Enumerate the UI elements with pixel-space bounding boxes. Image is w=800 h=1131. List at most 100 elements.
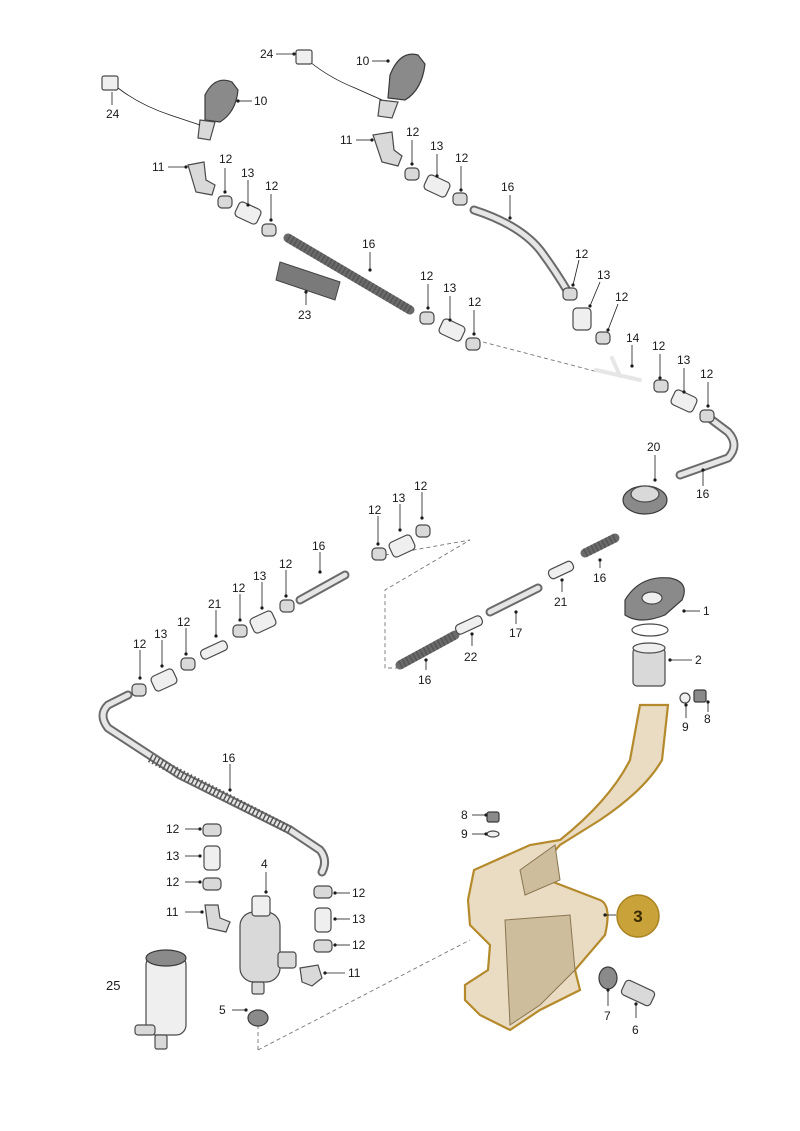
washer-reservoir-3 — [463, 703, 670, 1032]
label-12-m: 12 — [232, 581, 246, 595]
label-13-d: 13 — [597, 268, 611, 282]
callout-badge-3 — [616, 894, 660, 938]
label-13-i: 13 — [166, 849, 180, 863]
label-9-tank: 9 — [461, 827, 468, 841]
coupling-set-mid-left — [419, 311, 481, 351]
label-12-b: 12 — [265, 179, 279, 193]
label-25: 25 — [106, 978, 120, 993]
label-13-c: 13 — [430, 139, 444, 153]
label-13-f: 13 — [392, 491, 406, 505]
coupling-set-right-upper — [562, 287, 611, 345]
filler-cap-1 — [624, 577, 685, 637]
connector-21-left — [199, 640, 229, 660]
label-12-a: 12 — [219, 152, 233, 166]
callout-label-3: 3 — [633, 907, 642, 926]
level-sensor-6 — [620, 979, 656, 1007]
t-piece-14 — [594, 356, 642, 382]
check-valve-20 — [622, 485, 668, 515]
label-12-j: 12 — [700, 367, 714, 381]
nozzle-10-left — [117, 79, 239, 141]
label-12-o: 12 — [133, 637, 147, 651]
label-8-tank: 8 — [461, 808, 468, 822]
label-11-top-right: 11 — [340, 133, 353, 147]
label-2: 2 — [695, 653, 702, 667]
label-7: 7 — [604, 1009, 611, 1023]
label-12-e: 12 — [406, 125, 420, 139]
label-13-j: 13 — [352, 912, 366, 926]
label-16-d: 16 — [312, 539, 326, 553]
label-12-s: 12 — [352, 886, 366, 900]
connector-24-left — [101, 75, 119, 91]
label-13-g: 13 — [253, 569, 267, 583]
label-21-left: 21 — [208, 597, 222, 611]
label-13-h: 13 — [154, 627, 168, 641]
label-12-l: 12 — [414, 479, 428, 493]
washer-pump-4 — [239, 895, 297, 995]
coupling-set-right-lower — [653, 379, 715, 423]
strainer-2 — [632, 642, 666, 687]
label-8-top: 8 — [704, 712, 711, 726]
label-12-h: 12 — [615, 290, 629, 304]
coupling-stack-left — [202, 823, 231, 933]
label-24-right: 24 — [260, 47, 274, 61]
label-16-e: 16 — [593, 571, 607, 585]
label-16-c: 16 — [696, 487, 710, 501]
label-6: 6 — [632, 1023, 639, 1037]
coupling-set-left-b — [131, 657, 196, 697]
label-12-i: 12 — [652, 339, 666, 353]
label-12-c: 12 — [420, 269, 434, 283]
label-4: 4 — [261, 857, 268, 871]
coupling-set-top-left — [217, 195, 277, 237]
label-12-r: 12 — [166, 875, 180, 889]
label-12-q: 12 — [166, 822, 180, 836]
connector-21-right — [547, 560, 575, 580]
label-14: 14 — [626, 331, 640, 345]
label-10-left: 10 — [254, 94, 268, 108]
label-16-a: 16 — [362, 237, 376, 251]
hose-lines — [98, 205, 739, 877]
grommet-7 — [598, 966, 618, 990]
label-12-g: 12 — [575, 247, 589, 261]
label-12-f: 12 — [455, 151, 469, 165]
washer-9-nut-8-top — [679, 689, 707, 704]
coupling-stack-right — [299, 885, 333, 987]
label-11-top-left: 11 — [152, 160, 165, 174]
label-12-d: 12 — [468, 295, 482, 309]
elbow-11-top-left — [187, 161, 216, 196]
label-1: 1 — [703, 604, 710, 618]
label-12-t: 12 — [352, 938, 366, 952]
connector-24-right — [295, 49, 313, 65]
label-17: 17 — [509, 626, 523, 640]
label-9-top: 9 — [682, 720, 689, 734]
connector-22 — [454, 615, 484, 635]
label-13-a: 13 — [241, 166, 255, 180]
nut-8-washer-9-tank — [486, 811, 500, 838]
label-24-left: 24 — [106, 107, 120, 121]
label-23: 23 — [298, 308, 312, 322]
label-set: 24 10 24 10 11 12 13 12 16 23 12 13 12 1… — [106, 47, 714, 1037]
label-13-e: 13 — [677, 353, 691, 367]
label-11-right: 11 — [348, 966, 361, 980]
label-11-left: 11 — [166, 905, 179, 919]
hose-16-top-right — [469, 205, 573, 297]
insulation-pad-23 — [275, 261, 341, 301]
coupling-set-left-a — [232, 599, 295, 638]
nozzle-10-right — [309, 53, 426, 119]
label-12-k: 12 — [368, 503, 382, 517]
label-12-n: 12 — [279, 557, 293, 571]
pump-25 — [134, 949, 187, 1050]
coupling-set-mid — [371, 524, 431, 561]
label-16-g: 16 — [222, 751, 236, 765]
label-16-b: 16 — [501, 180, 515, 194]
label-10-right: 10 — [356, 54, 370, 68]
label-16-f: 16 — [418, 673, 432, 687]
label-20: 20 — [647, 440, 661, 454]
label-22: 22 — [464, 650, 478, 664]
label-21-right: 21 — [554, 595, 568, 609]
label-5: 5 — [219, 1003, 226, 1017]
label-12-p: 12 — [177, 615, 191, 629]
coupling-set-top-right — [404, 167, 468, 206]
label-13-b: 13 — [443, 281, 457, 295]
